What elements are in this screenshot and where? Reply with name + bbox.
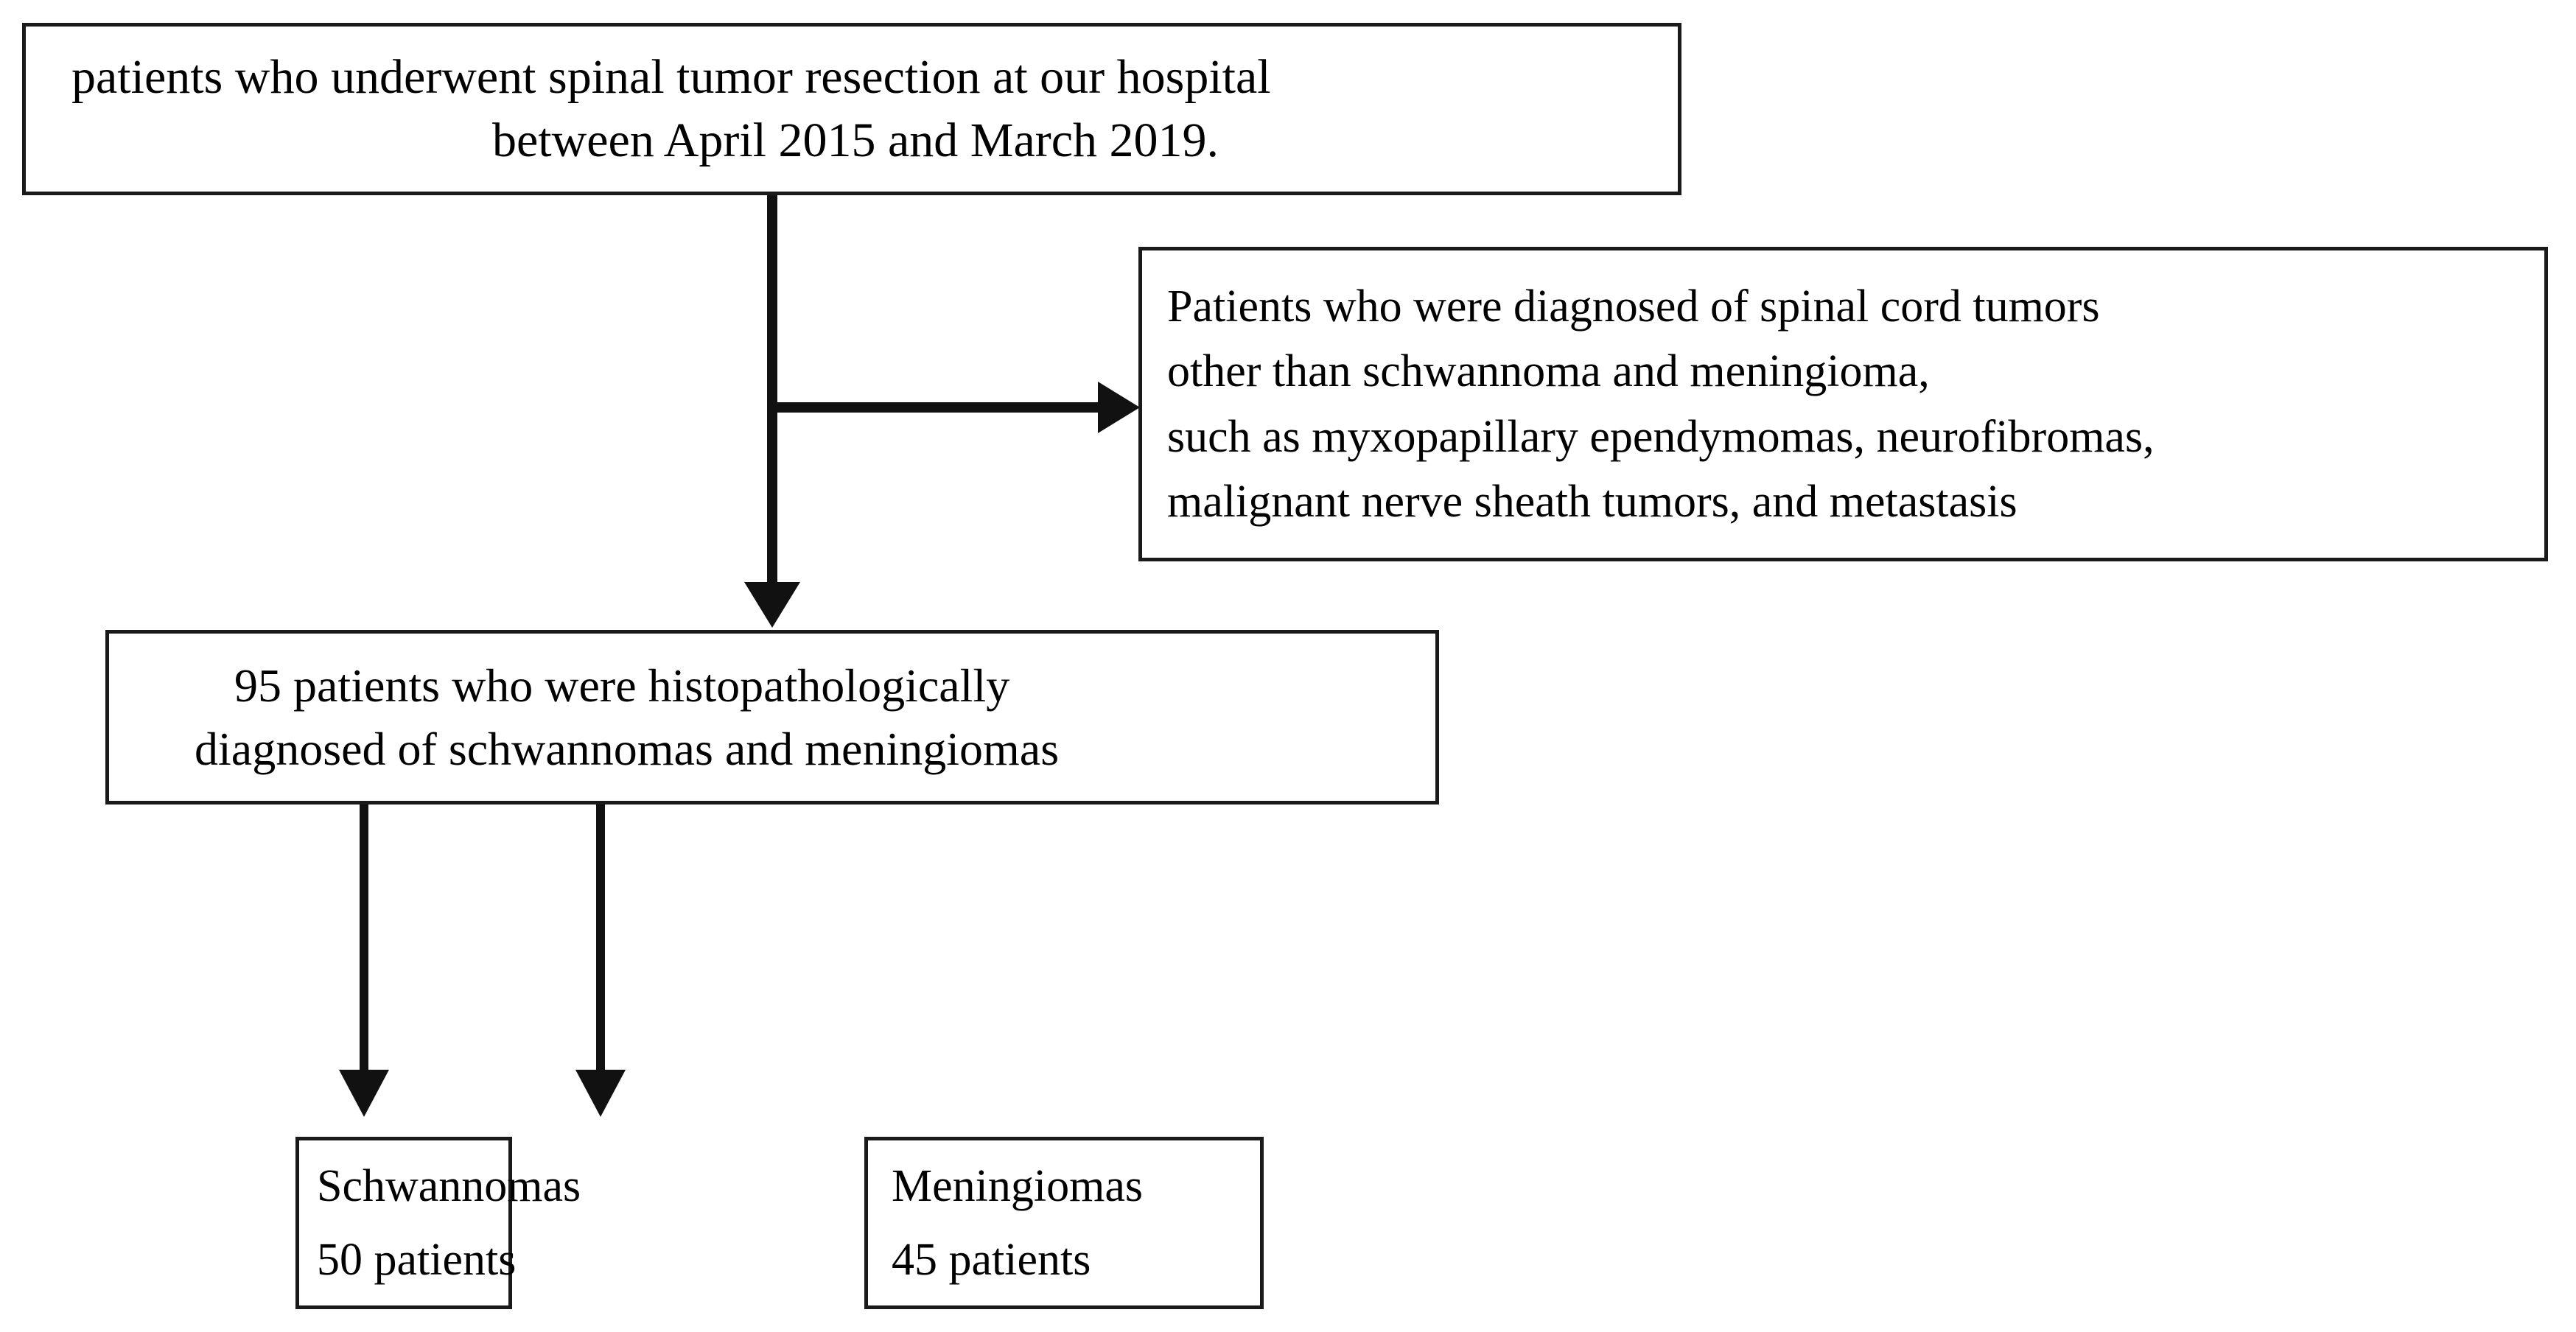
schwannomas-count: 50 patients	[317, 1235, 517, 1285]
excluded-line-2: other than schwannoma and meningioma,	[1167, 346, 1930, 397]
included-to-meningiomas-arrow	[575, 805, 626, 1117]
excluded-line-4: malignant nerve sheath tumors, and metas…	[1167, 476, 2017, 527]
meningiomas-count: 45 patients	[892, 1235, 1091, 1285]
included-patients-box: 95 patients who were histopathologically…	[105, 630, 1439, 805]
included-line-1: 95 patients who were histopathologically	[234, 659, 1010, 712]
enrolled-line-2: between April 2015 and March 2019.	[491, 113, 1219, 167]
excluded-line-3: such as myxopapillary ependymomas, neuro…	[1167, 411, 2155, 462]
excluded-patients-box: Patients who were diagnosed of spinal co…	[1138, 247, 2548, 561]
schwannomas-group-box: Schwannomas 50 patients	[295, 1137, 581, 1309]
included-to-schwannomas-arrow	[339, 805, 389, 1117]
enrolled-line-1: patients who underwent spinal tumor rese…	[71, 50, 1271, 105]
enrolled-to-excluded-arrow	[772, 382, 1140, 433]
enrolled-to-included-arrow	[744, 195, 800, 628]
enrolled-patients-box: patients who underwent spinal tumor rese…	[22, 23, 1681, 195]
excluded-line-1: Patients who were diagnosed of spinal co…	[1167, 281, 2100, 332]
included-line-2: diagnosed of schwannomas and meningiomas	[195, 722, 1060, 775]
schwannomas-label: Schwannomas	[317, 1160, 581, 1211]
meningiomas-group-box: Meningiomas 45 patients	[864, 1137, 1264, 1309]
meningiomas-label: Meningiomas	[892, 1160, 1143, 1211]
